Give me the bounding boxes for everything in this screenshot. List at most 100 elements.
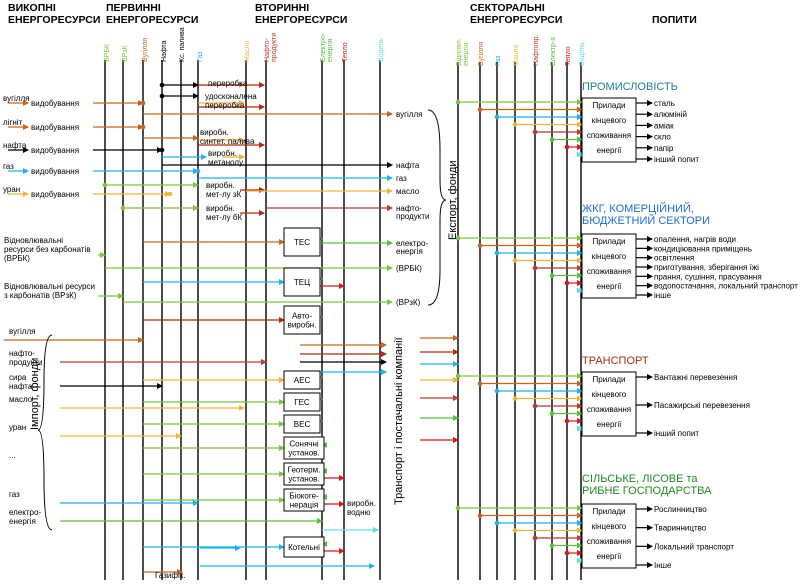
device-box-label: споживання (587, 537, 631, 546)
plant-box-label: ТЕС (294, 238, 310, 247)
import-title: Імпорт, фонди (29, 358, 41, 430)
junction-dot (494, 520, 500, 526)
demand-item-agriculture: Локальний транспорт (654, 542, 734, 551)
secondary-column-label: Тепло (342, 42, 349, 62)
resource-label: нафта (3, 141, 27, 150)
primary-column-label: Газ (197, 52, 204, 62)
demand-item-industry: інший попит (654, 155, 699, 164)
junction-dot (455, 99, 461, 105)
junction-dot (549, 411, 555, 416)
export-label: масло (396, 187, 420, 196)
demand-item-housing: приготування, зберігання їжі (654, 263, 759, 272)
export-title: Експорт, фонди (447, 161, 459, 240)
junction-dot (564, 280, 570, 286)
plant-box-label: ВЕС (294, 420, 311, 429)
flow-lines (4, 60, 653, 580)
device-box-label: енергії (597, 552, 622, 561)
import-label: газ (9, 490, 20, 499)
secondary-column-label: Нафто-продукти (264, 33, 278, 62)
end-use-device-box (581, 371, 637, 437)
plant-box (283, 536, 325, 558)
import-label: ... (9, 451, 16, 460)
export-brace (427, 109, 447, 306)
plant-box (283, 305, 321, 335)
process-label: видобування (31, 146, 79, 155)
device-box-label: кінцевого (592, 522, 627, 531)
junction-dot (140, 124, 146, 130)
process-label: видобування (31, 190, 79, 199)
process-gasification: Газифік. (155, 571, 185, 580)
process-label: видобування (31, 99, 79, 108)
export-label: електро-енергія (396, 239, 428, 256)
junction-dot (102, 182, 108, 188)
junction-dot (455, 235, 461, 241)
plant-box (283, 370, 321, 390)
junction-dot (512, 396, 518, 401)
junction-dot (494, 388, 500, 394)
export-label: газ (396, 174, 407, 183)
transport-title: Транспорт і постачальні компанії (393, 337, 405, 505)
export-label: вугілля (396, 110, 422, 119)
plant-box-label: Біокоге-нерація (289, 492, 319, 510)
junction-dot (549, 137, 555, 142)
sector-title-housing: ЖКГ, КОМЕРЦІЙНИЙ,БЮДЖЕТНИЙ СЕКТОРИ (582, 202, 710, 227)
junction-dot (549, 543, 555, 548)
plant-box (283, 414, 321, 434)
end-use-device-box (581, 97, 637, 163)
junction-dot (140, 100, 146, 106)
junction-dot (455, 373, 461, 379)
export-label: нафта (396, 161, 420, 170)
junction-dot (477, 381, 483, 386)
secondary-column-label: Електро-енергія (320, 32, 334, 62)
demand-item-transport: Пасажирські перевезення (654, 401, 750, 410)
demand-item-industry: аміак (654, 121, 674, 130)
demand-item-agriculture: Інше (654, 561, 672, 570)
primary-column-label: ВРБК (104, 43, 111, 62)
import-label: уран (9, 423, 26, 432)
sectoral-column-label: Водень (579, 42, 586, 66)
process-methanol: виробн.метанолу (208, 149, 243, 167)
plant-box (283, 227, 321, 257)
import-label: нафто-продукти (9, 349, 42, 367)
device-box-label: Прилади (593, 507, 626, 516)
demand-item-industry: скло (654, 133, 671, 142)
secondary-column-label: Масло (244, 41, 251, 62)
import-label: масло (9, 395, 33, 404)
plant-box-label: Котельні (288, 543, 320, 552)
end-use-device-box (581, 233, 637, 299)
device-box-label: Прилади (593, 375, 626, 384)
plant-box (283, 488, 325, 512)
resource-label: вугілля (3, 94, 29, 103)
junction-dot (549, 273, 555, 278)
process-hydrogen: виробн.водню (347, 499, 376, 517)
primary-column-label: Вугілля (141, 38, 149, 62)
demand-item-transport: інший попит (654, 429, 699, 438)
junction-dot (512, 258, 518, 263)
junction-dot (512, 528, 518, 533)
process-label: видобування (31, 167, 79, 176)
demand-item-housing: опалення, нагрів води (654, 235, 736, 244)
demand-item-industry: папір (654, 144, 674, 153)
junction-dot (477, 107, 483, 112)
junction-dot (455, 505, 461, 511)
junction-dot (494, 114, 500, 120)
junction-dot (120, 205, 126, 211)
process-mtl-bk: виробн.мет-лу бК (206, 204, 242, 222)
plant-box (283, 462, 325, 486)
import-label: електро-енергія (9, 508, 41, 526)
plant-box (283, 392, 321, 412)
header-demand: ПОПИТИ (652, 14, 697, 26)
end-use-device-box (581, 503, 637, 569)
primary-column-label: Нафта (161, 40, 168, 62)
junction-dot (477, 513, 483, 518)
primary-column-label: Кс. палива (179, 27, 186, 62)
resource-label: лігніт (3, 118, 23, 127)
junction-dot (564, 144, 570, 150)
junction-dot (532, 535, 538, 541)
junction-dot (494, 250, 500, 256)
